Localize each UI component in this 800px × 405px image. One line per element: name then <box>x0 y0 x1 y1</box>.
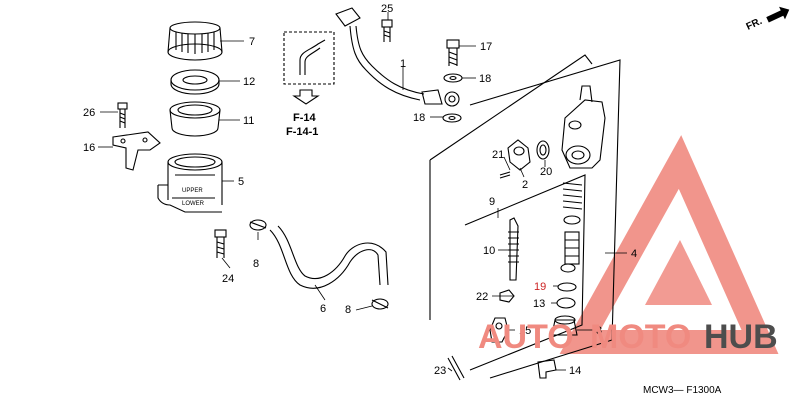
group-boundary-1 <box>429 54 593 320</box>
clamp-part-8-upper <box>249 219 267 231</box>
boot-part-3 <box>551 319 578 336</box>
screw-part-21 <box>499 171 511 179</box>
callout-8-upper: 8 <box>253 258 259 270</box>
cap-part-7 <box>167 21 223 61</box>
piston-set-part-4 <box>560 182 583 273</box>
clip-part-14 <box>537 359 557 379</box>
callout-16: 16 <box>83 142 95 154</box>
callout-5: 5 <box>238 176 244 188</box>
direction-label: FR. <box>745 16 764 33</box>
direction-arrow-icon <box>766 6 790 23</box>
joint-part-2 <box>507 139 531 171</box>
diaphragm-part-11 <box>169 101 221 137</box>
callout-6: 6 <box>320 303 326 315</box>
pin-part-23 <box>447 355 465 381</box>
reference-box <box>283 31 335 85</box>
washer-part-18-lower <box>442 113 462 123</box>
watermark-text: AUTO MOTO HUB <box>478 318 778 356</box>
bolt-part-17 <box>446 39 460 66</box>
callout-26: 26 <box>83 107 95 119</box>
bolt-part-25 <box>381 19 393 42</box>
reference-label-f14: F-14 <box>293 112 317 124</box>
leader-lines <box>98 12 627 372</box>
master-cylinder-body <box>561 85 606 169</box>
hose-part-1 <box>335 7 460 107</box>
callout-labels: 7 12 11 5 26 16 25 1 17 18 18 21 2 20 9 … <box>83 3 637 377</box>
callout-18-lower: 18 <box>413 112 425 124</box>
callout-8-lower: 8 <box>345 304 351 316</box>
watermark-logo <box>559 135 779 354</box>
callout-1: 1 <box>400 58 406 70</box>
callout-20: 20 <box>540 166 552 178</box>
callout-2: 2 <box>522 179 528 191</box>
callout-11: 11 <box>243 115 254 127</box>
callout-19: 19 <box>534 281 546 293</box>
reference-arrow-icon <box>292 89 320 105</box>
callout-23: 23 <box>434 365 446 377</box>
bolt-part-26 <box>117 102 128 128</box>
group-boundary-2 <box>469 59 621 379</box>
callout-14: 14 <box>569 365 581 377</box>
front-direction-indicator: FR. <box>745 6 790 33</box>
callout-13: 13 <box>533 298 545 310</box>
reference-label-f14-1: F-14-1 <box>286 126 318 138</box>
callout-22: 22 <box>476 291 488 303</box>
watermark-hub: HUB <box>704 318 778 356</box>
washer-part-18-upper <box>443 73 463 83</box>
reference-box-hose <box>299 39 326 75</box>
bolt-part-24 <box>214 229 227 258</box>
ring-part-13 <box>556 297 576 309</box>
callout-9: 9 <box>489 196 495 208</box>
circlip-part-19 <box>557 282 577 292</box>
callout-7: 7 <box>249 36 255 48</box>
reservoir-part-5 <box>157 153 223 213</box>
hose-part-6 <box>269 225 389 289</box>
callout-15: 15 <box>519 325 531 337</box>
nut-part-22 <box>499 289 515 303</box>
reservoir-lower-mark: LOWER <box>182 201 205 207</box>
callout-17: 17 <box>480 41 492 53</box>
callout-21: 21 <box>492 149 504 161</box>
diagram-code: MCW3— F1300A <box>643 385 722 396</box>
callout-25: 25 <box>381 3 393 15</box>
callout-18-upper: 18 <box>479 73 491 85</box>
callout-24: 24 <box>222 273 234 285</box>
part-drawings <box>112 7 621 381</box>
callout-12: 12 <box>243 76 255 88</box>
watermark-auto: AUTO <box>478 318 574 356</box>
oring-part-20 <box>536 140 550 160</box>
watermark-moto: MOTO <box>590 318 691 356</box>
callout-4: 4 <box>631 248 637 260</box>
reservoir-upper-mark: UPPER <box>182 188 203 194</box>
callout-3: 3 <box>596 325 602 337</box>
clamp-part-8-lower <box>371 298 389 310</box>
callout-10: 10 <box>483 245 495 257</box>
plate-part-12 <box>170 69 220 95</box>
bracket-part-16 <box>112 131 161 171</box>
pushrod-part-10 <box>508 217 519 281</box>
group-boundary-3 <box>464 174 586 371</box>
